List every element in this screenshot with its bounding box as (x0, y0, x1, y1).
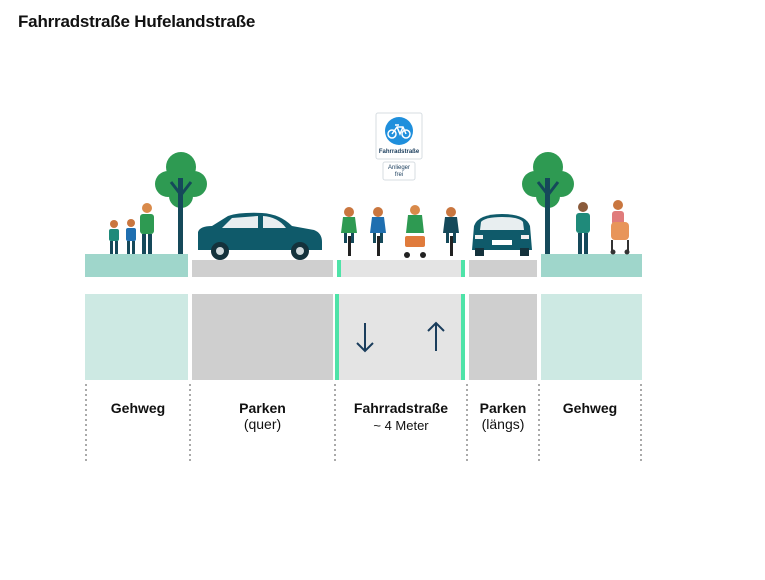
car-icon (472, 214, 532, 256)
parking-right-elevation (469, 260, 537, 277)
section-separators (85, 384, 642, 462)
parking-left-elevation (192, 260, 333, 277)
bike-marking-right-plan (461, 294, 465, 380)
tree-icon (155, 152, 207, 254)
bike-marking-left-elevation (337, 260, 341, 277)
cyclist-icon (404, 205, 426, 258)
bike-marking-left-plan (335, 294, 339, 380)
sidewalk-right-plan (541, 294, 642, 380)
tree-icon (522, 152, 574, 254)
page-title: Fahrradstraße Hufelandstraße (18, 12, 256, 31)
cyclist-icon (341, 207, 357, 256)
cyclist-icon (443, 207, 459, 256)
sidewalk-left-plan (85, 294, 188, 380)
section-label-parking-right: Parken(längs) (479, 400, 527, 432)
arrow-up-icon (427, 321, 445, 351)
sidewalk-left-elevation (85, 254, 188, 277)
car-icon (198, 212, 322, 260)
bike-road-plan (337, 294, 464, 380)
parking-left-plan (192, 294, 333, 380)
pedestrian-icon (576, 202, 590, 254)
pedestrian-icon (126, 219, 136, 254)
sign-supplement-text: Anlieger frei (387, 165, 410, 178)
parking-right-plan (469, 294, 537, 380)
stroller-icon (610, 200, 630, 255)
pedestrian-icon (109, 220, 119, 254)
sidewalk-right-elevation (541, 254, 642, 277)
section-label-bike-road: Fahrradstraße~ 4 Meter (353, 400, 449, 433)
sign-supplement (382, 161, 416, 181)
cyclist-icon (370, 207, 386, 256)
bike-marking-right-elevation (461, 260, 465, 277)
section-label-sidewalk-left: Gehweg (110, 400, 166, 416)
section-label-parking-left: Parken(quer) (239, 400, 286, 432)
pedestrian-icon (140, 203, 154, 254)
sign-label: Fahrradstraße (378, 149, 420, 155)
section-label-sidewalk-right: Gehweg (562, 400, 618, 416)
traffic-sign (375, 112, 423, 181)
arrow-down-icon (356, 323, 374, 353)
bike-road-elevation (337, 260, 464, 277)
